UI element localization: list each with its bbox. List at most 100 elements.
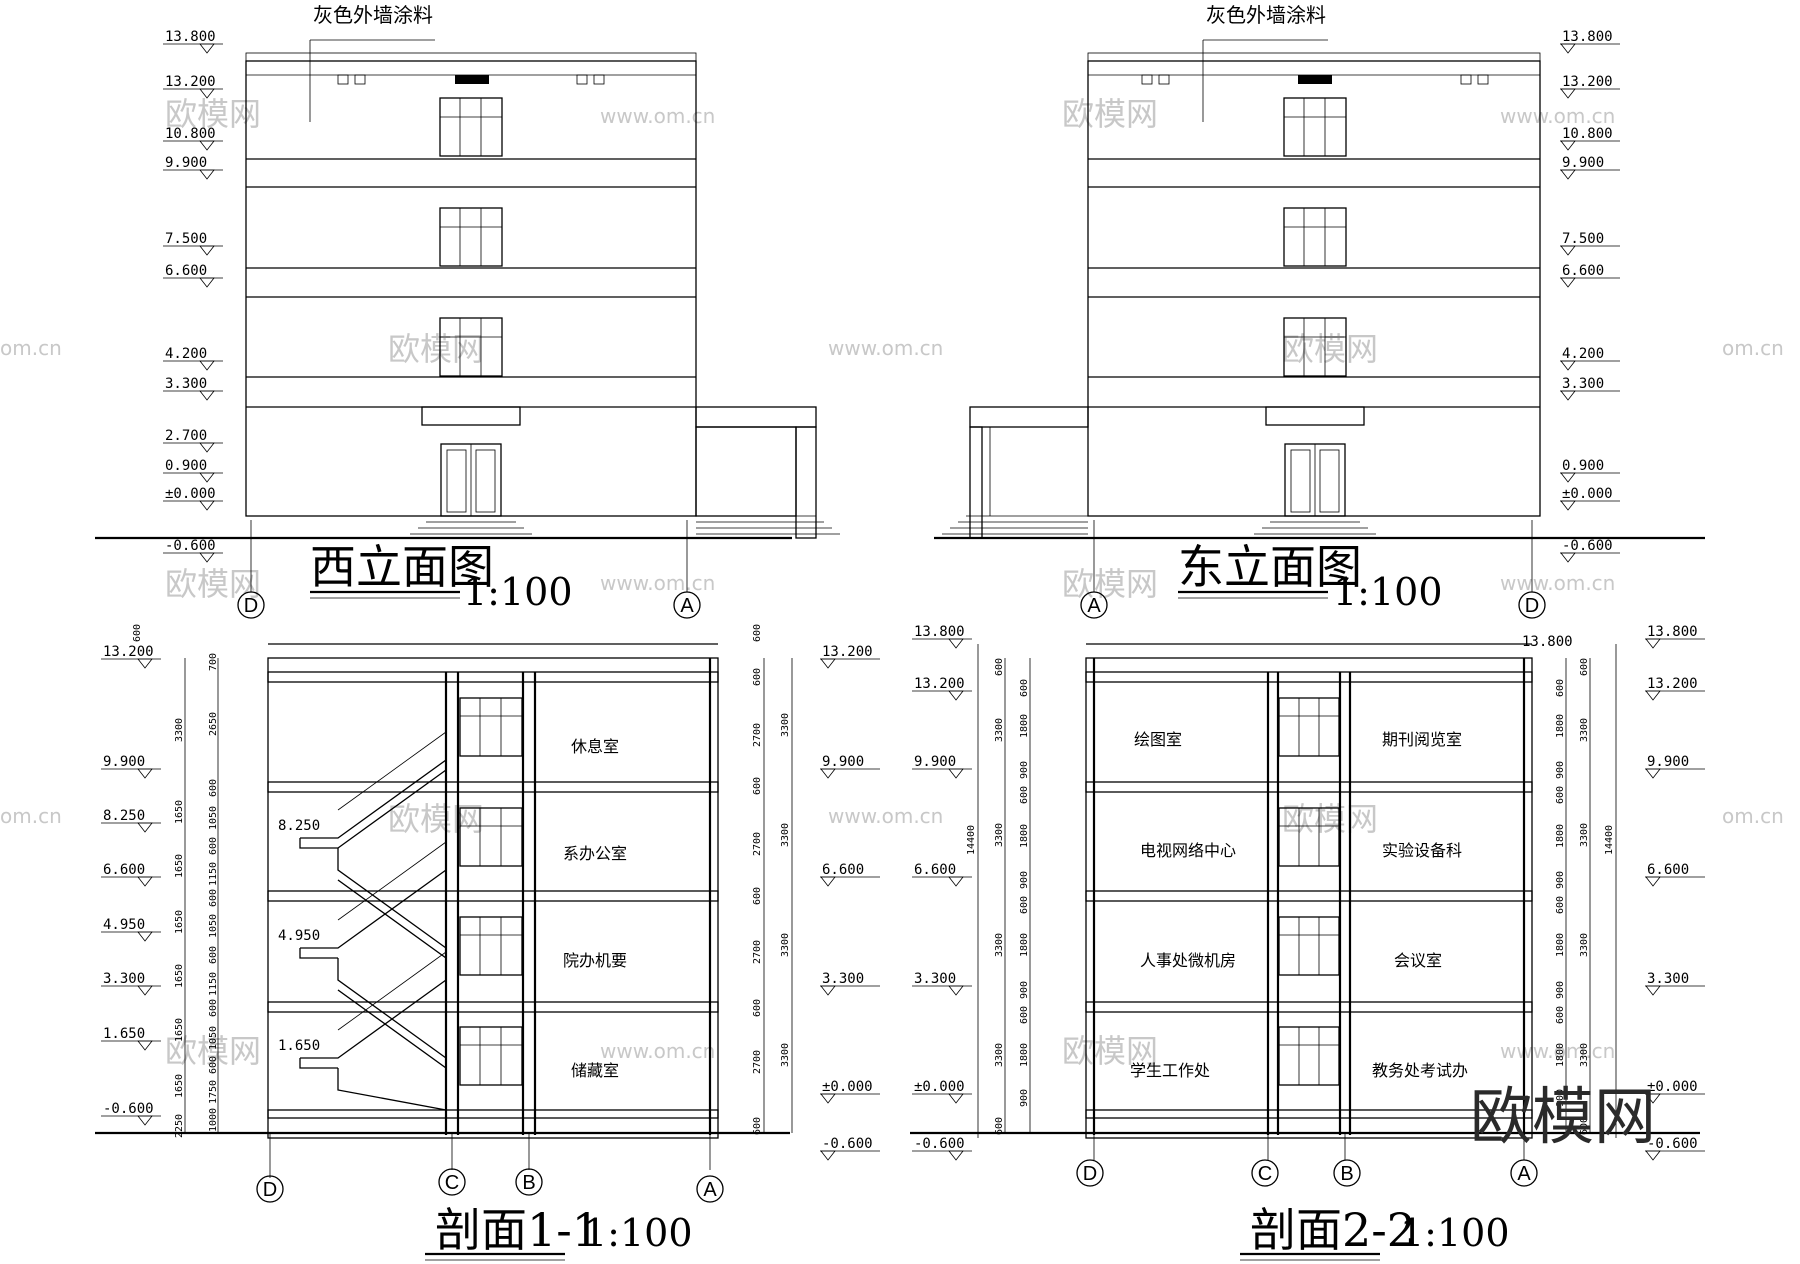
elevation-marker: 13.200 (912, 676, 972, 701)
watermark-url: www.om.cn (1500, 104, 1615, 128)
dimension-label: 900 (1019, 761, 1030, 779)
annex-steps (942, 515, 1088, 535)
ground-slab (1085, 1109, 1533, 1119)
dimension-label: 1800 (1555, 714, 1566, 738)
svg-text:-0.600: -0.600 (1647, 1136, 1698, 1152)
annex-roof (969, 406, 1089, 428)
scale-label: 1:100 (1333, 570, 1443, 614)
window (459, 807, 523, 867)
drawing-title: 西立面图 (310, 540, 494, 594)
dimension-label: 600 (1579, 1117, 1590, 1135)
dimension-label: 1150 (208, 972, 219, 996)
watermark-text: 欧模网 (165, 565, 261, 603)
dimension-label: 600 (1019, 786, 1030, 804)
material-note: 灰色外墙涂料 (1206, 3, 1326, 27)
dimension-label: 600 (994, 658, 1005, 676)
dimension-label: 1650 (174, 964, 185, 988)
svg-text:C: C (1258, 1163, 1272, 1185)
dimension-label: 3300 (994, 933, 1005, 957)
dimension-label: 600 (208, 889, 219, 907)
dimension-label: 600 (1555, 896, 1566, 914)
dimension-label: 600 (752, 887, 763, 905)
staircase (299, 731, 447, 1111)
svg-text:13.800: 13.800 (914, 624, 965, 640)
elevation-marker: 13.200 (163, 74, 223, 99)
dimension-label: 3300 (994, 718, 1005, 742)
svg-text:13.200: 13.200 (103, 644, 154, 660)
vent-small (576, 74, 588, 85)
elevation-marker: 0.900 (163, 458, 223, 483)
svg-text:-0.600: -0.600 (103, 1101, 154, 1117)
svg-text:3.300: 3.300 (914, 971, 956, 987)
dimension-label: 600 (752, 668, 763, 686)
dimension-label: 3300 (1579, 823, 1590, 847)
dimension-label: 600 (132, 624, 143, 642)
watermark-text: 欧模网 (1282, 800, 1378, 838)
dimension-label: 600 (1579, 658, 1590, 676)
watermark-url: om.cn (0, 336, 62, 360)
annex-roof (695, 406, 817, 428)
elevation-marker: 6.600 (163, 263, 223, 288)
elevation-marker: 10.800 (1560, 126, 1620, 151)
axis-bubble: A (673, 591, 701, 619)
svg-text:9.900: 9.900 (103, 754, 145, 770)
room-label: 会议室 (1394, 951, 1442, 970)
elevation-marker: ±0.000 (163, 486, 223, 511)
annex-steps (696, 515, 840, 535)
west-elevation: 灰色外墙涂料 D A 西立面图 1:100 (95, 3, 840, 619)
dimension-label: 600 (1555, 1006, 1566, 1024)
room-label: 休息室 (571, 737, 619, 756)
axis-bubble: A (1080, 591, 1108, 619)
watermark-url: www.om.cn (828, 804, 943, 828)
dimension-label: 600 (752, 624, 763, 642)
dimension-label: 600 (994, 1117, 1005, 1135)
svg-text:3.300: 3.300 (822, 971, 864, 987)
room-label: 期刊阅览室 (1382, 730, 1462, 749)
watermark-text: 欧模网 (388, 800, 484, 838)
axis-bubble: D (1076, 1159, 1104, 1187)
svg-text:8.250: 8.250 (103, 808, 145, 824)
dimension-label: 3300 (1579, 718, 1590, 742)
elevation-marker: -0.600 (1560, 538, 1620, 563)
roof-level: 13.800 (1522, 634, 1573, 650)
elevation-marker: 3.300 (101, 971, 161, 996)
elevation-marker: 2.700 (163, 428, 223, 453)
elevation-marker: 13.200 (101, 644, 161, 669)
watermark-url: om.cn (1722, 804, 1784, 828)
elevation-marker: 13.200 (1560, 74, 1620, 99)
elevation-marker: 10.800 (163, 126, 223, 151)
window (439, 317, 503, 377)
room-label: 系办公室 (563, 844, 627, 863)
svg-text:10.800: 10.800 (165, 126, 216, 142)
elevation-marker: 9.900 (1560, 155, 1620, 180)
room-label: 实验设备科 (1382, 841, 1462, 860)
parapet (245, 52, 697, 62)
svg-text:-0.600: -0.600 (1562, 538, 1613, 554)
roof-slab (267, 671, 719, 683)
watermark-text: 欧模网 (165, 1032, 261, 1070)
window (459, 1026, 523, 1086)
elevation-marker: -0.600 (163, 538, 223, 563)
svg-text:A: A (1087, 595, 1101, 617)
dimension-label: 2700 (752, 940, 763, 964)
axis-bubble: D (237, 591, 265, 619)
dimension-label: 3300 (994, 1043, 1005, 1067)
svg-text:A: A (1517, 1163, 1531, 1185)
elevation-marker: 3.300 (820, 971, 880, 996)
svg-text:13.200: 13.200 (1647, 676, 1698, 692)
annex-column (969, 426, 983, 539)
window (439, 97, 503, 157)
vent-small (1477, 74, 1489, 85)
svg-text:13.200: 13.200 (914, 676, 965, 692)
dimension-label: 600 (208, 837, 219, 855)
room-label: 教务处考试办 (1372, 1061, 1468, 1080)
svg-text:6.600: 6.600 (1647, 862, 1689, 878)
dimension-label: 900 (1555, 871, 1566, 889)
elevation-marker: 9.900 (1645, 754, 1705, 779)
vent-small (1460, 74, 1472, 85)
svg-text:±0.000: ±0.000 (914, 1079, 965, 1095)
elevation-marker: 13.800 (1645, 624, 1705, 649)
vent-small (354, 74, 366, 85)
floor-slab (1085, 781, 1533, 793)
dimension-label: 600 (208, 946, 219, 964)
